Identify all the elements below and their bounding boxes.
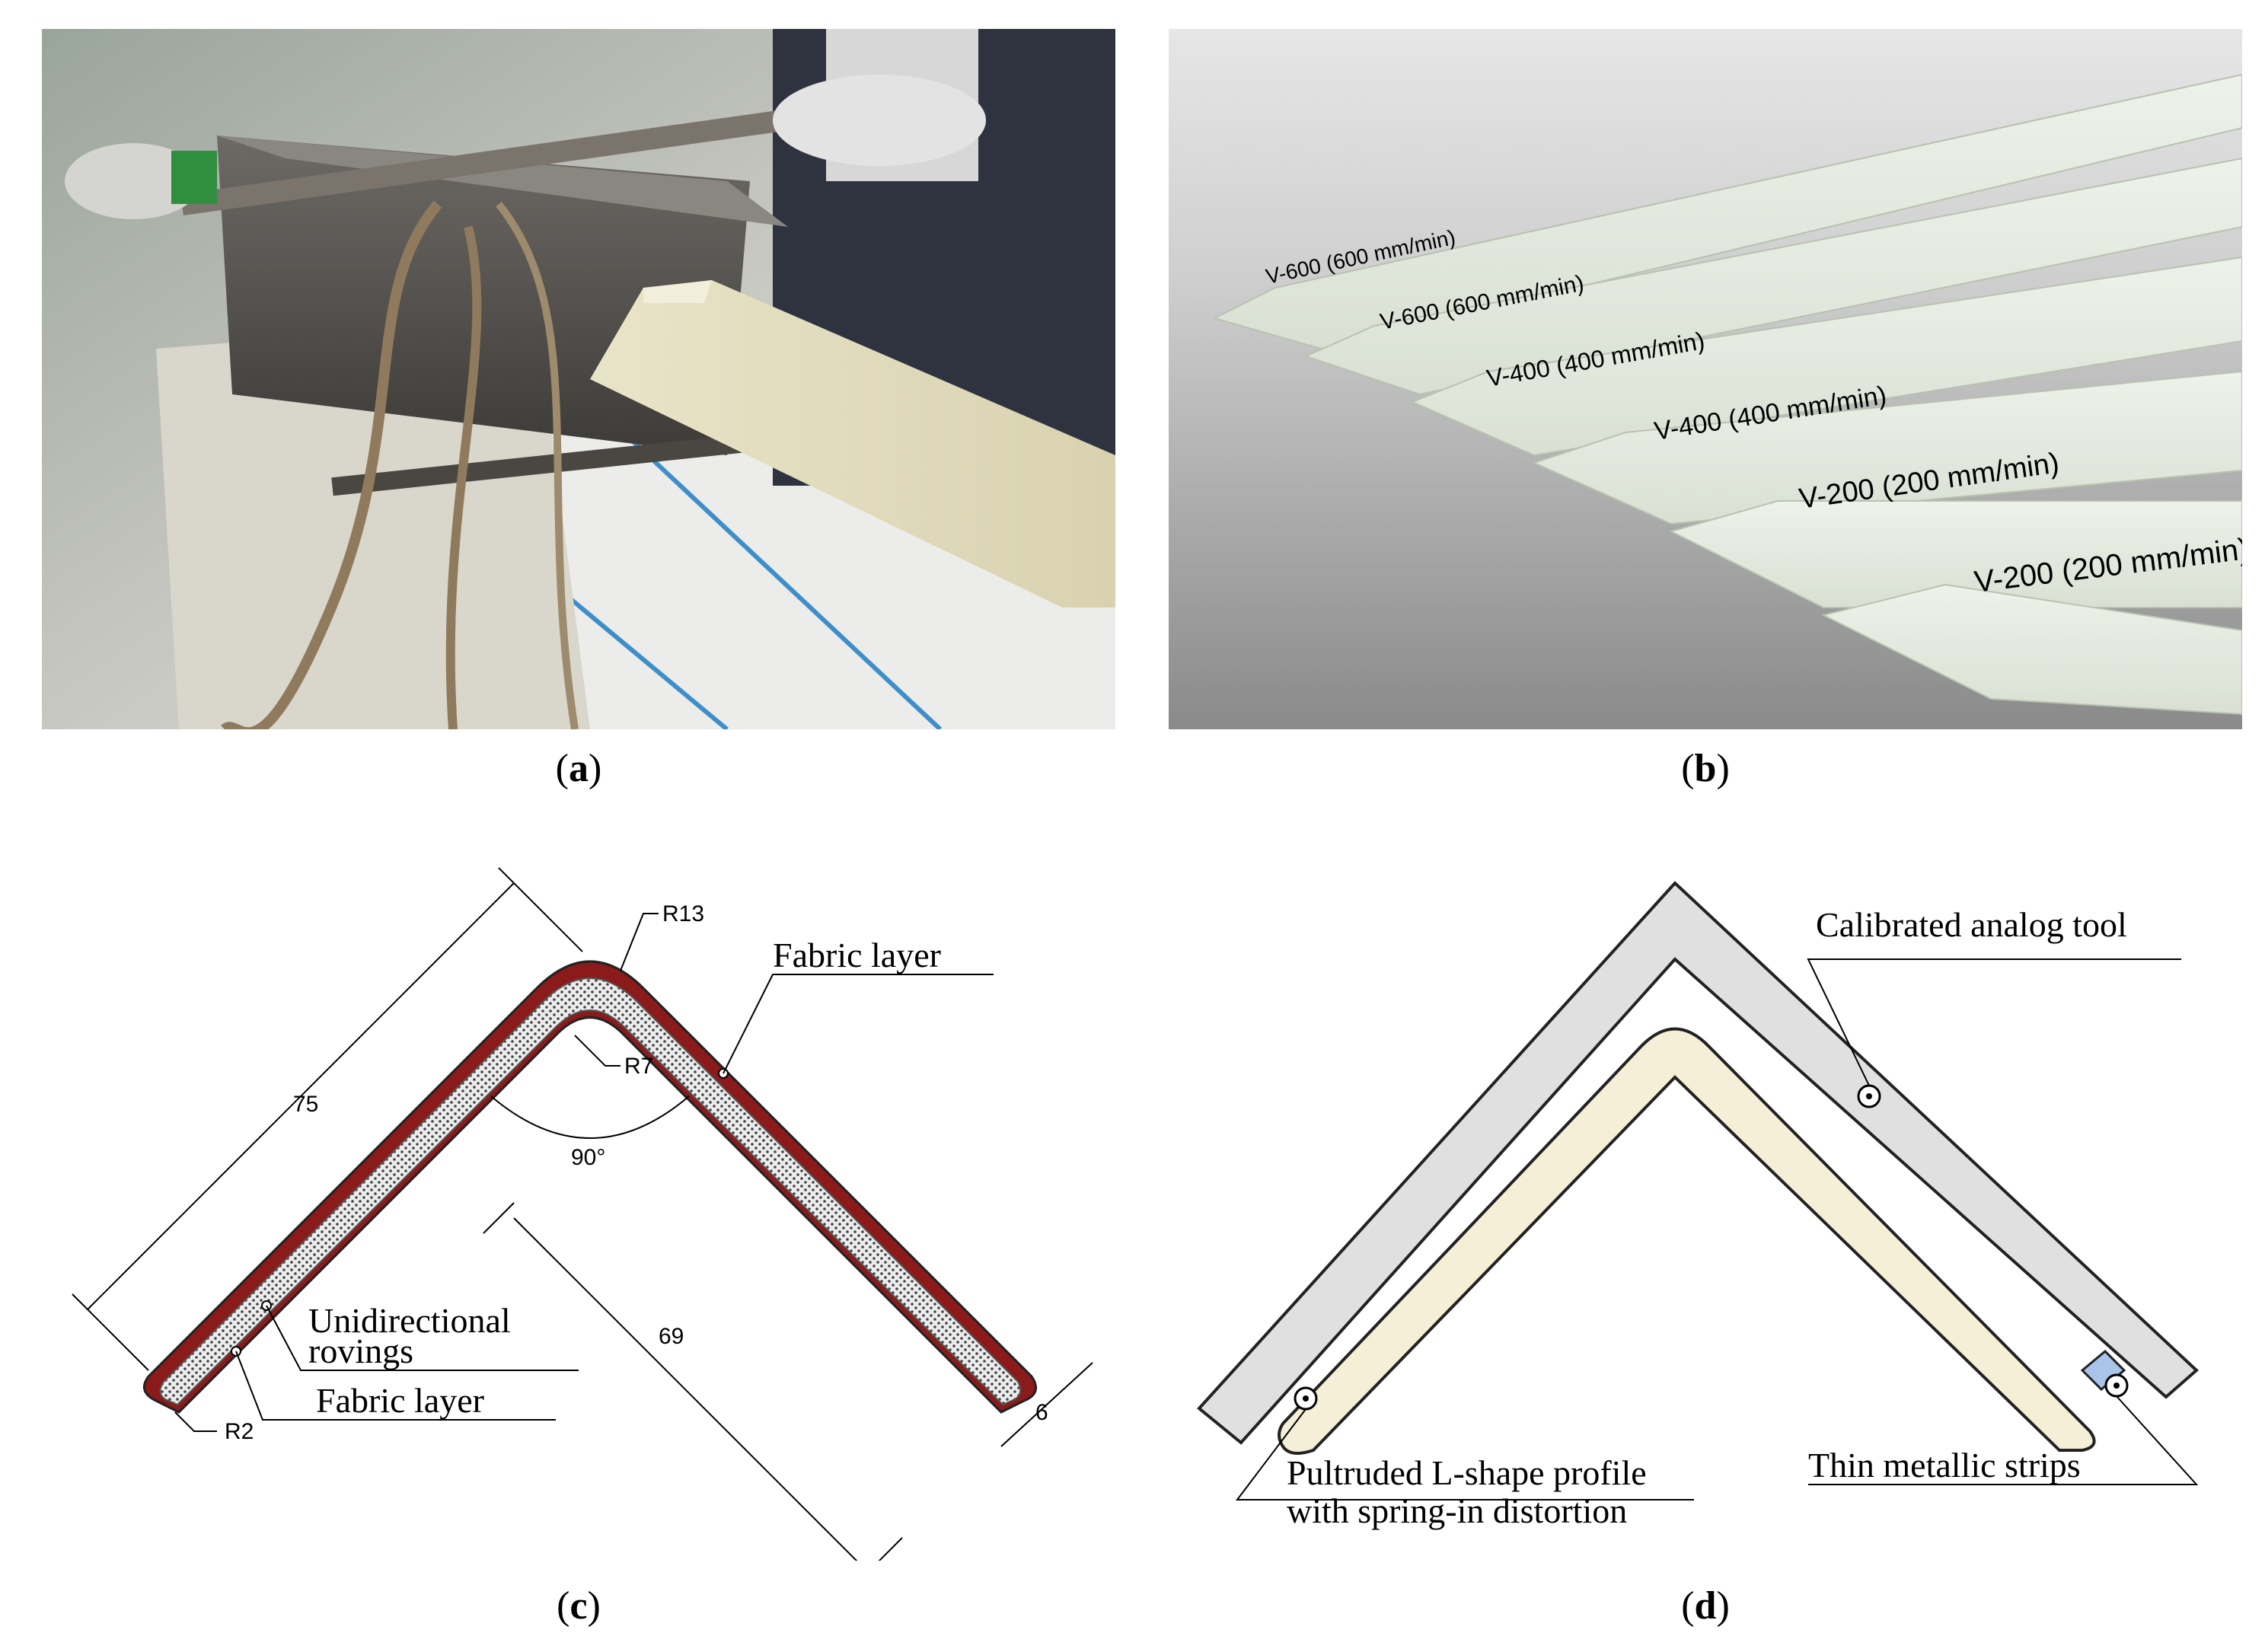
diagram-cross-section: 75 69 6 90° R13 R7 R2 Fabric layer Unidi… [42, 845, 1115, 1577]
label-calibrated-tool: Calibrated analog tool [1816, 905, 2127, 944]
dim-6: 6 [1035, 1400, 1048, 1425]
label-spring-in: with spring-in distortion [1287, 1491, 1627, 1530]
caption-a: (a) [555, 747, 602, 790]
label-unidirectional: Unidirectional [308, 1301, 511, 1340]
caption-d: (d) [1681, 1584, 1730, 1628]
label-fabric-layer-top: Fabric layer [773, 936, 941, 974]
radius-r13: R13 [662, 901, 704, 926]
caption-b: (b) [1681, 747, 1730, 790]
label-rovings: rovings [308, 1331, 413, 1370]
diagram-measurement-setup: Calibrated analog tool Pultruded L-shape… [1169, 845, 2242, 1561]
dim-69: 69 [659, 1324, 684, 1349]
dim-75: 75 [293, 1092, 318, 1117]
angle-90: 90° [571, 1145, 605, 1170]
photo-l-profiles: V-600 (600 mm/min) V-600 (600 mm/min) V-… [1169, 29, 2242, 729]
label-pultruded-profile: Pultruded L-shape profile [1287, 1453, 1647, 1492]
caption-c: (c) [557, 1584, 601, 1628]
radius-r2: R2 [225, 1419, 254, 1444]
photo-pultrusion-die [42, 29, 1115, 729]
label-metallic-strips: Thin metallic strips [1808, 1446, 2081, 1485]
radius-r7: R7 [624, 1054, 653, 1079]
label-fabric-layer-bottom: Fabric layer [316, 1381, 484, 1420]
